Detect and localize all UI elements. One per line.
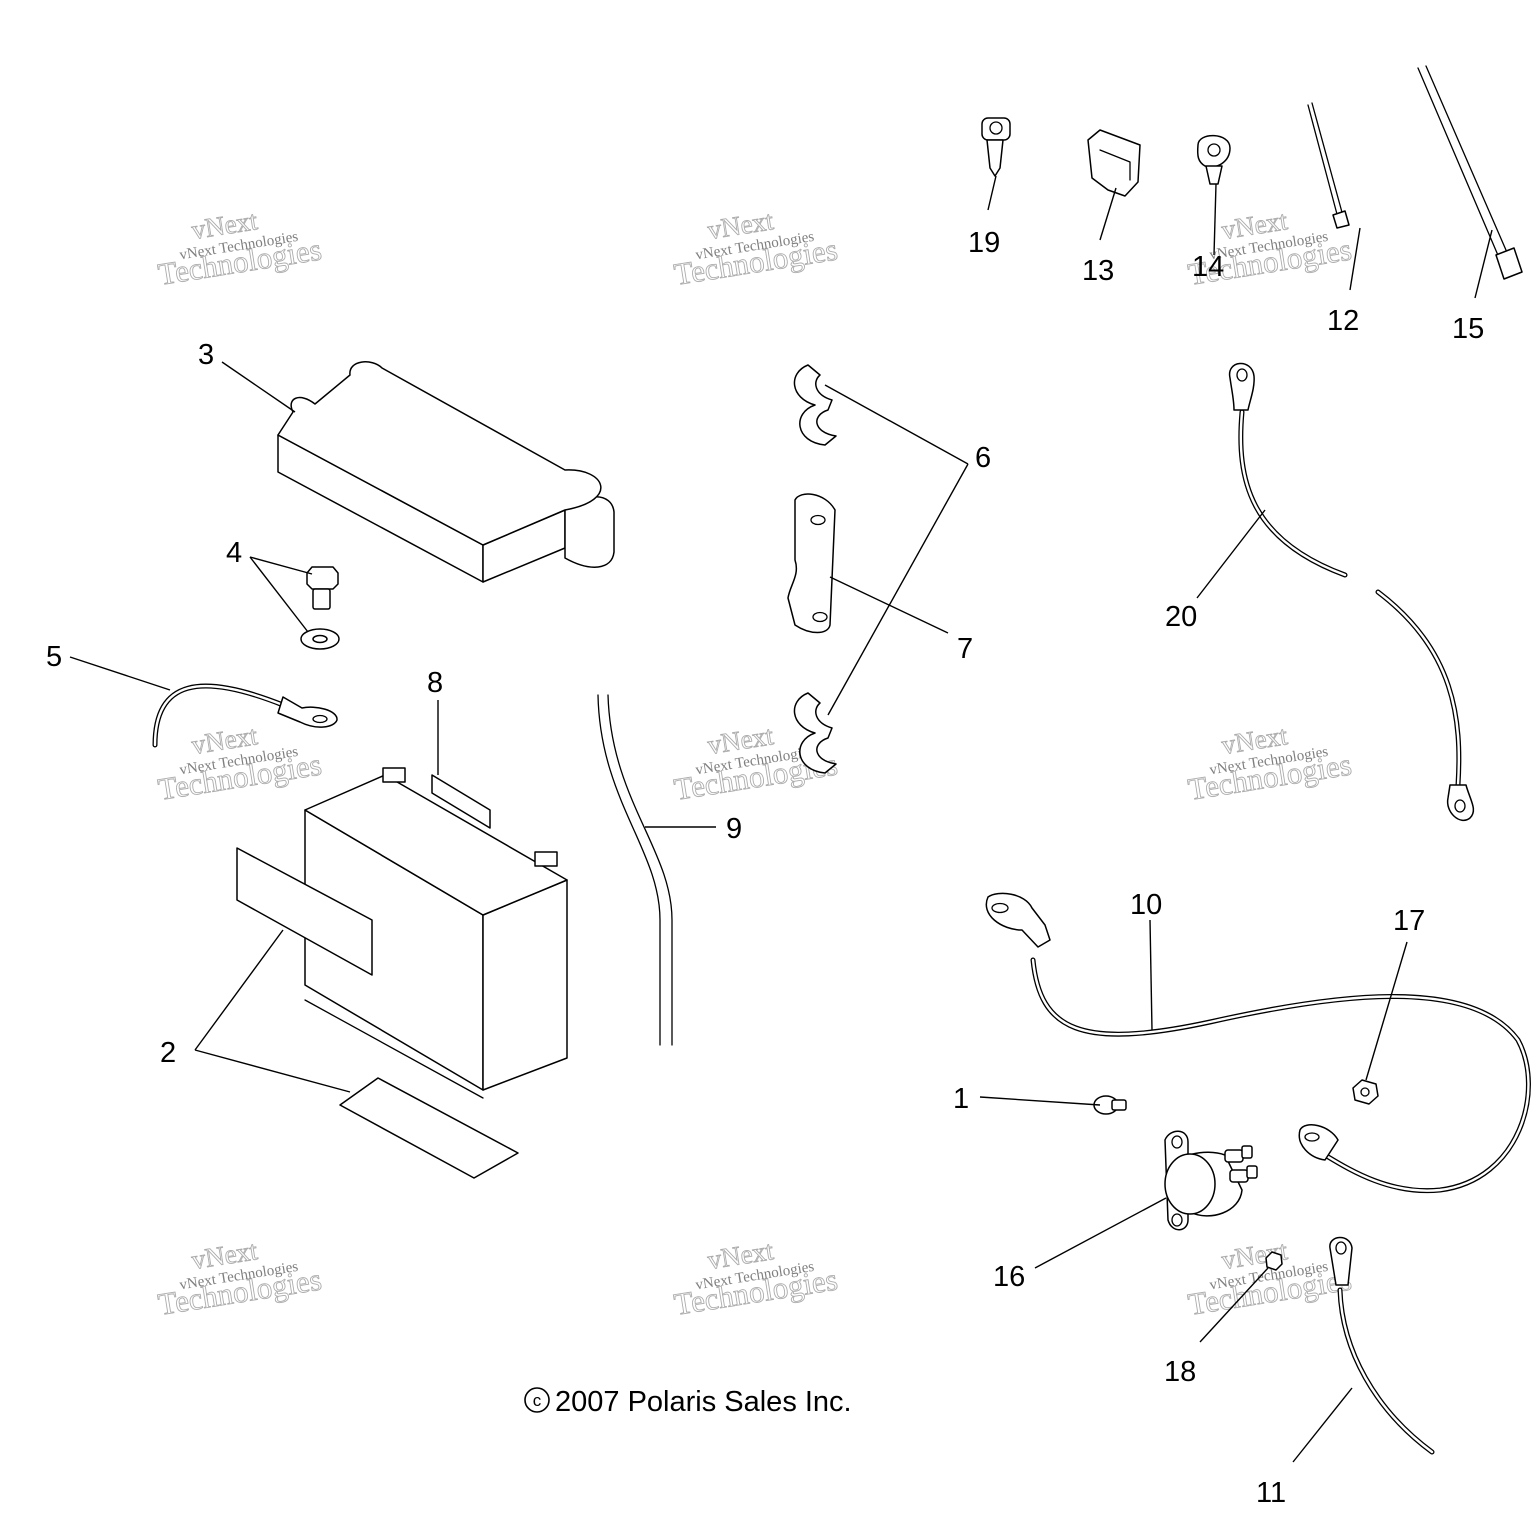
part-17-nut (1352, 1079, 1379, 1105)
callout-12: 12 (1327, 305, 1359, 337)
part-15-cable-tie-large (1417, 65, 1523, 280)
part-18-nut (1265, 1251, 1283, 1271)
watermark-bottom-left: vNext vNext Technologies Technologies (155, 1235, 324, 1323)
leader-lines (69, 175, 1493, 1463)
part-2-labels (236, 847, 519, 1179)
part-3-battery-cover (277, 361, 615, 583)
part-9-strap (597, 694, 673, 1046)
callout-5: 5 (46, 641, 62, 673)
copyright-text: 2007 Polaris Sales Inc. (555, 1386, 852, 1418)
part-19-push-rivet (981, 117, 1011, 177)
part-1-screw (1093, 1095, 1127, 1115)
callout-10: 10 (1130, 889, 1162, 921)
callout-20: 20 (1165, 601, 1197, 633)
part-12-cable-tie-small (1307, 102, 1350, 229)
callout-6: 6 (975, 442, 991, 474)
callout-numbers: 1 2 3 4 5 6 7 8 9 10 11 12 13 14 15 16 1… (46, 227, 1484, 1509)
watermark-top-left: vNext vNext Technologies Technologies (155, 205, 324, 293)
watermark-top-center: vNext vNext Technologies Technologies (671, 205, 840, 293)
part-14-clip (1196, 134, 1231, 185)
callout-17: 17 (1393, 905, 1425, 937)
copyright-notice: c 2007 Polaris Sales Inc. (524, 1386, 852, 1418)
part-6-hook-top (793, 364, 837, 446)
watermark-middle-right: vNext vNext Technologies Technologies (1185, 720, 1354, 808)
part-16-solenoid (1164, 1130, 1258, 1231)
part-5-cable (152, 683, 338, 748)
callout-13: 13 (1082, 255, 1114, 287)
callout-16: 16 (993, 1261, 1025, 1293)
part-20-cable (1229, 362, 1475, 821)
copyright-symbol-letter: c (533, 1391, 542, 1410)
part-8-battery (304, 767, 568, 1099)
callout-15: 15 (1452, 313, 1484, 345)
callout-11: 11 (1256, 1477, 1286, 1509)
part-10-cable (985, 892, 1531, 1194)
part-13-clip (1087, 129, 1141, 197)
watermark-bottom-right: vNext vNext Technologies Technologies (1185, 1235, 1354, 1323)
part-7-strap-link (787, 493, 836, 634)
callout-4: 4 (226, 537, 242, 569)
callout-9: 9 (726, 813, 742, 845)
callout-3: 3 (198, 339, 214, 371)
callout-19: 19 (968, 227, 1000, 259)
watermark-middle-left: vNext vNext Technologies Technologies (155, 720, 324, 808)
part-6-hook-bottom (793, 692, 837, 774)
callout-14: 14 (1192, 251, 1224, 283)
callout-2: 2 (160, 1037, 176, 1069)
callout-1: 1 (953, 1083, 969, 1115)
callout-7: 7 (957, 633, 973, 665)
part-4-bolt-washer (300, 566, 340, 650)
copyright-circle (524, 1387, 550, 1413)
callout-8: 8 (427, 667, 443, 699)
callout-18: 18 (1164, 1356, 1196, 1388)
part-11-cable (1329, 1236, 1435, 1455)
watermark-bottom-center: vNext vNext Technologies Technologies (671, 1235, 840, 1323)
